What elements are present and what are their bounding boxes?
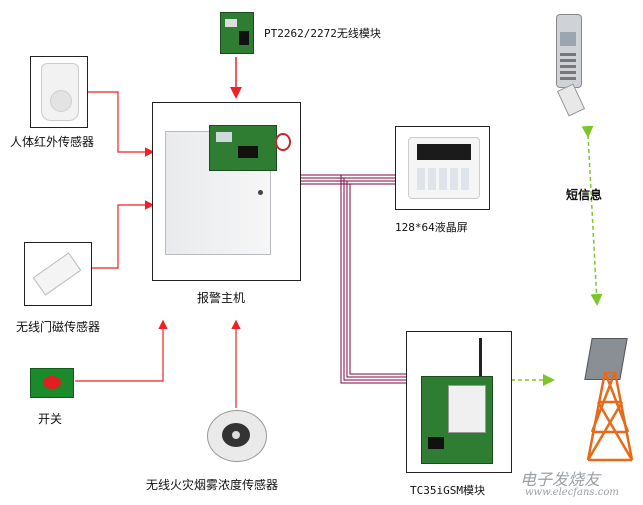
door-sensor-image bbox=[32, 252, 82, 296]
sms-link bbox=[581, 125, 603, 306]
sms-label: 短信息 bbox=[566, 188, 603, 202]
gsm-bus bbox=[340, 175, 406, 384]
lcd-image bbox=[408, 137, 480, 199]
smoke-sensor-label: 无线火灾烟雾浓度传感器 bbox=[146, 478, 279, 492]
pt-module-image bbox=[220, 12, 254, 54]
switch-image[interactable] bbox=[30, 368, 74, 398]
tower-image bbox=[580, 338, 640, 462]
lcd-label: 128*64液晶屏 bbox=[395, 221, 468, 234]
pir-arrow bbox=[88, 91, 155, 157]
alarm-host-frame bbox=[152, 102, 301, 281]
door-sensor-frame bbox=[24, 242, 92, 306]
pir-sensor-label: 人体红外传感器 bbox=[10, 135, 95, 149]
watermark-url: www.elecfans.com bbox=[525, 487, 619, 498]
pt-module-label: PT2262/2272无线模块 bbox=[264, 27, 381, 40]
switch-label: 开关 bbox=[38, 412, 63, 426]
pir-sensor-image bbox=[41, 63, 79, 121]
door-sensor-label: 无线门磁传感器 bbox=[16, 320, 101, 334]
alarm-host-label: 报警主机 bbox=[197, 291, 246, 305]
gsm-antenna bbox=[479, 338, 482, 378]
smoke-sensor-image bbox=[207, 410, 267, 462]
switch-arrow bbox=[75, 319, 168, 382]
gsm-label: TC35iGSM模块 bbox=[410, 484, 485, 497]
mobile-phone-image bbox=[550, 14, 586, 117]
gsm-frame bbox=[406, 331, 512, 473]
pir-sensor-frame bbox=[30, 56, 88, 128]
lcd-frame bbox=[395, 126, 490, 210]
watermark-main: 电子发烧友 bbox=[520, 470, 601, 489]
alarm-host-board bbox=[209, 125, 277, 171]
door-arrow bbox=[92, 200, 155, 269]
gsm-board-image bbox=[421, 376, 493, 464]
